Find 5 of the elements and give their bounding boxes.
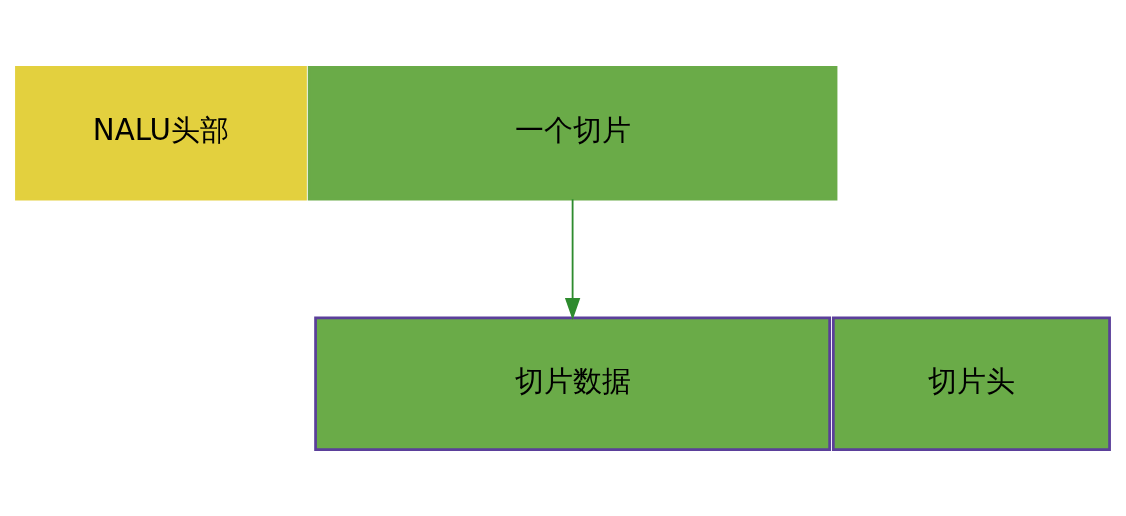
node-box: NALU头部 [15,65,307,200]
node-box: 切片头 [831,316,1111,451]
arrow [564,197,581,320]
node-box: 切片数据 [314,316,831,451]
node-box: 一个切片 [307,65,838,200]
